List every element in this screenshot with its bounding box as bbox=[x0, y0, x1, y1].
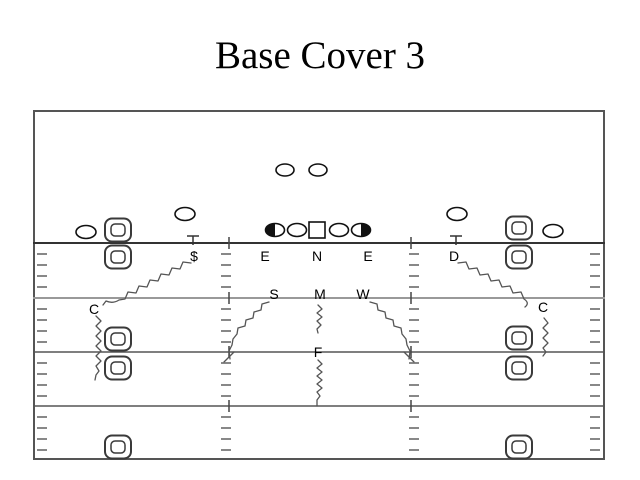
offense bbox=[75, 163, 564, 240]
drop-path-will bbox=[369, 301, 411, 360]
drop-path-free-safety bbox=[316, 359, 323, 407]
defender-end-right: E bbox=[363, 248, 372, 264]
football-field: $ E N E D S M W F C C bbox=[33, 110, 605, 460]
field-marker bbox=[505, 325, 533, 351]
hash-marks-right-sideline bbox=[590, 253, 600, 451]
defender-drop-end: D bbox=[449, 248, 459, 264]
defender-free-safety: F bbox=[314, 344, 323, 360]
field-marker bbox=[104, 326, 132, 352]
right-tackle-half-fill bbox=[361, 223, 371, 237]
coverage-drops bbox=[94, 261, 549, 407]
field-marker bbox=[505, 244, 533, 270]
field-marker bbox=[104, 434, 132, 460]
play-diagram: $ E N E D S M W F C C bbox=[33, 110, 605, 460]
slot-receiver-right bbox=[446, 206, 468, 222]
defender-will-linebacker: W bbox=[356, 286, 370, 302]
drop-path-drop-end bbox=[457, 261, 528, 308]
field-marker bbox=[505, 434, 533, 460]
page-title: Base Cover 3 bbox=[214, 34, 426, 77]
hash-marks-left-sideline bbox=[37, 253, 47, 451]
field-marker bbox=[104, 244, 132, 270]
defense-labels: $ E N E D S M W F C C bbox=[89, 248, 548, 360]
drop-path-cornerback-left bbox=[94, 315, 102, 381]
field-markers bbox=[104, 215, 533, 460]
slot-receiver-left bbox=[174, 206, 196, 222]
drop-path-sam bbox=[228, 301, 270, 360]
alignment-t-marker-right bbox=[450, 235, 462, 245]
arrowhead-sam bbox=[223, 351, 235, 363]
running-back-right bbox=[308, 163, 328, 177]
hash-marks-left-inside bbox=[221, 253, 231, 451]
arrowhead-will bbox=[403, 351, 415, 363]
yard-lines bbox=[33, 242, 605, 407]
defender-cornerback-left: C bbox=[89, 301, 99, 317]
defender-mike-linebacker: M bbox=[314, 286, 326, 302]
defender-nose-tackle: N bbox=[312, 248, 322, 264]
offensive-line bbox=[264, 221, 372, 239]
drop-path-strong-safety bbox=[102, 261, 192, 306]
field-border bbox=[33, 110, 605, 460]
field-marker bbox=[505, 355, 533, 381]
field-marker bbox=[104, 217, 132, 243]
alignment-t-marker-left bbox=[187, 235, 199, 245]
wide-receiver-right bbox=[542, 223, 564, 239]
defender-sam-linebacker: S bbox=[269, 286, 278, 302]
defender-end-left: E bbox=[260, 248, 269, 264]
hash-marks-right-inside bbox=[409, 253, 419, 451]
defender-strong-safety: $ bbox=[190, 248, 198, 264]
field-marker bbox=[505, 215, 533, 241]
center-square bbox=[308, 221, 326, 239]
wide-receiver-left bbox=[75, 224, 97, 240]
drop-path-mike bbox=[316, 304, 323, 334]
right-guard bbox=[328, 222, 350, 238]
left-tackle-half-fill bbox=[265, 223, 275, 237]
drop-path-cornerback-right bbox=[542, 317, 549, 357]
defender-cornerback-right: C bbox=[538, 299, 548, 315]
field-marker bbox=[104, 355, 132, 381]
left-guard bbox=[286, 222, 308, 238]
running-back-left bbox=[275, 163, 295, 177]
